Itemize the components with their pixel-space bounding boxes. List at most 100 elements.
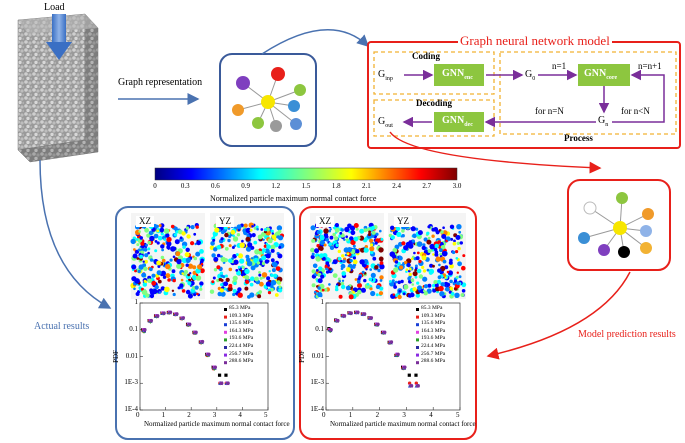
- contact-map-particle: [439, 248, 443, 253]
- data-point: [207, 352, 211, 357]
- contact-map-particle: [325, 267, 328, 271]
- contact-map-particle: [275, 266, 281, 271]
- contact-map-particle: [255, 225, 259, 229]
- contact-map-particle: [227, 286, 233, 292]
- y-tick-label: 1E-4: [124, 405, 138, 413]
- contact-map-particle: [416, 251, 420, 255]
- contact-map-particle: [426, 268, 430, 272]
- contact-map-particle: [130, 238, 136, 245]
- colorbar-tick-label: 2.7: [422, 182, 432, 190]
- gnn-dec-block: [434, 112, 484, 132]
- contact-map-particle: [423, 237, 428, 242]
- contact-map-particle: [392, 293, 395, 296]
- contact-map-particle: [197, 264, 203, 270]
- contact-map-particle: [398, 289, 402, 293]
- contact-map-particle: [246, 260, 253, 267]
- contact-map-particle: [259, 276, 263, 280]
- contact-map-particle: [216, 244, 222, 250]
- contact-map-particle: [251, 233, 256, 238]
- process-box: [499, 51, 677, 135]
- contact-map-particle: [172, 278, 176, 283]
- contact-map-particle: [412, 271, 418, 277]
- contact-map-particle: [412, 233, 417, 239]
- contact-map-particle: [422, 276, 428, 282]
- contact-map-particle: [261, 272, 268, 278]
- contact-map-particle: [171, 269, 176, 274]
- data-point: [162, 311, 166, 315]
- contact-map-particle: [158, 291, 162, 294]
- contact-map-particle: [456, 241, 460, 245]
- contact-map-particle: [156, 229, 160, 233]
- y-tick-label: 1E-4: [310, 405, 324, 413]
- x-tick-label: 1: [348, 411, 353, 419]
- contact-map-particle: [189, 272, 192, 275]
- contact-map-particle: [212, 238, 216, 242]
- contact-map-particle: [174, 233, 178, 237]
- data-point: [356, 310, 360, 314]
- contact-map-particle: [369, 250, 374, 255]
- contact-map-particle: [311, 252, 315, 256]
- data-point: [224, 373, 228, 377]
- x-tick-label: 4: [429, 411, 433, 419]
- data-point: [329, 328, 333, 332]
- contact-map-particle: [435, 230, 440, 235]
- data-point: [175, 312, 179, 316]
- contact-map-particle: [436, 279, 442, 285]
- arrow-graph-to-gnn: [261, 29, 370, 55]
- contact-map-particle: [434, 243, 439, 249]
- n-eq-n-plus-1-label: n=n+1: [638, 61, 662, 71]
- data-point: [376, 322, 380, 326]
- legend-marker: [224, 353, 227, 357]
- gnn-flow-arrows: [402, 69, 665, 128]
- contact-map-particle: [144, 227, 150, 233]
- contact-map-particle: [415, 227, 419, 231]
- contact-map-particle: [278, 245, 282, 249]
- contact-map-particle: [220, 237, 224, 241]
- colorbar-tick-label: 1.2: [271, 182, 281, 190]
- contact-map-particle: [225, 277, 230, 282]
- contact-map-particle: [340, 281, 345, 286]
- contact-map-particle: [222, 275, 226, 279]
- contact-map-particle: [171, 289, 175, 292]
- contact-map-particle: [428, 268, 435, 275]
- contact-map-particle: [149, 235, 155, 242]
- contact-map-particle: [328, 242, 333, 246]
- legend-marker: [416, 308, 419, 311]
- contact-map-particle: [422, 269, 427, 273]
- contact-map-particle: [213, 234, 216, 238]
- contact-map-particle: [421, 245, 426, 251]
- contact-map-particle: [155, 224, 159, 228]
- data-point: [194, 330, 198, 335]
- contact-map-particle: [151, 280, 157, 286]
- legend-entry: 256.7 MPa: [229, 350, 254, 357]
- x-tick-label: 1: [161, 411, 166, 419]
- contact-map-particle: [154, 240, 158, 243]
- contact-map-particle: [231, 246, 235, 249]
- contact-map-particle: [187, 263, 194, 269]
- contact-map-particle: [271, 268, 276, 273]
- contact-map-particle: [142, 260, 145, 263]
- y-tick-label: 1: [320, 298, 325, 306]
- contact-map-particle: [235, 253, 239, 257]
- contact-map-particle: [359, 228, 365, 234]
- contact-map-particle: [438, 285, 444, 292]
- contact-map-particle: [193, 232, 197, 236]
- data-point: [168, 310, 173, 314]
- contact-map-particle: [449, 263, 454, 269]
- contact-map-particle: [367, 232, 372, 237]
- contact-map-particle: [370, 272, 376, 278]
- contact-map-particle: [446, 270, 450, 274]
- contact-map-particle: [232, 292, 236, 297]
- contact-map-particle: [354, 278, 358, 281]
- contact-map-particle: [161, 248, 165, 252]
- contact-map-particle: [418, 259, 422, 264]
- legend-entry: 193.6 MPa: [421, 335, 446, 342]
- load-label: Load: [44, 2, 65, 13]
- contact-map-particle: [369, 238, 374, 243]
- contact-map-particle: [165, 273, 171, 279]
- contact-map-particle: [368, 230, 371, 234]
- contact-map-particle: [274, 293, 279, 297]
- contact-map-particle: [228, 244, 232, 248]
- contact-map-particle: [195, 225, 199, 229]
- contact-map-particle: [369, 246, 375, 252]
